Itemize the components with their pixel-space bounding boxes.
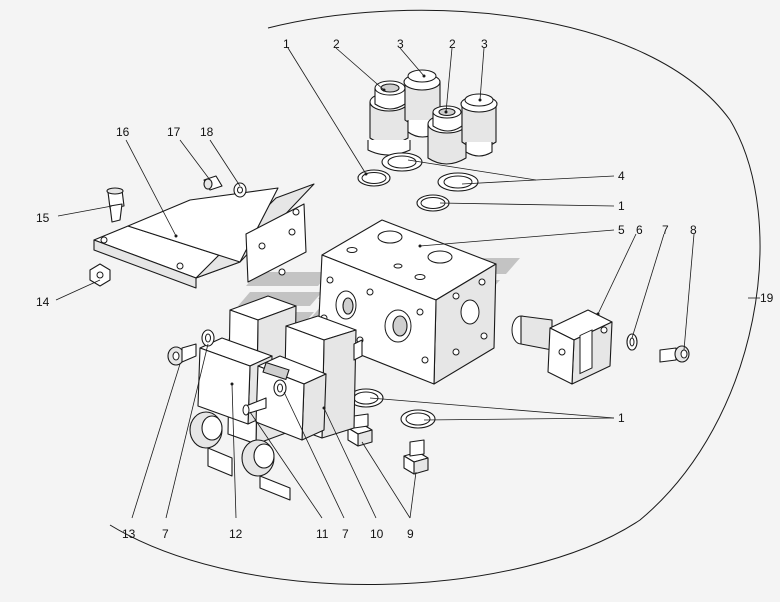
callout-6: 6 <box>636 223 643 237</box>
fitting-3-right <box>460 93 498 157</box>
callout-7-right: 7 <box>662 223 669 237</box>
callout-19: 19 <box>760 291 774 305</box>
callout-15: 15 <box>36 211 50 225</box>
callout-8: 8 <box>690 223 697 237</box>
callout-13: 13 <box>122 527 136 541</box>
seal-ring-4-left <box>381 152 423 172</box>
callout-2-right: 2 <box>449 37 456 51</box>
bolt-11 <box>242 397 267 416</box>
callout-2-left: 2 <box>333 37 340 51</box>
check-valve-6 <box>511 309 613 385</box>
callout-1-mid: 1 <box>618 199 625 213</box>
callout-17: 17 <box>167 125 181 139</box>
callout-14: 14 <box>36 295 50 309</box>
callout-1-bottom: 1 <box>618 411 625 425</box>
bolt-13 <box>167 343 197 366</box>
fitting-2-right <box>427 105 467 165</box>
callout-9: 9 <box>407 527 414 541</box>
mounting-bracket-16 <box>93 183 315 289</box>
seal-ring-1-mid <box>416 194 450 212</box>
callout-1-top: 1 <box>283 37 290 51</box>
callout-12: 12 <box>229 527 243 541</box>
seal-ring-4-right <box>437 172 479 192</box>
seal-ring-1-top <box>357 169 391 187</box>
callout-16: 16 <box>116 125 130 139</box>
seal-ring-1-bottom-b <box>400 409 436 429</box>
fitting-2-left <box>367 80 411 156</box>
callout-7-left: 7 <box>162 527 169 541</box>
seal-ring-1-bottom-a <box>348 388 384 408</box>
callout-3-left: 3 <box>397 37 404 51</box>
callout-5: 5 <box>618 223 625 237</box>
bolt-8 <box>659 345 690 363</box>
washer-7-left <box>201 329 215 347</box>
callout-7-mid: 7 <box>342 527 349 541</box>
nut-14 <box>89 263 111 287</box>
nut-18 <box>233 182 247 198</box>
washer-7-right <box>626 333 638 351</box>
callout-11: 11 <box>316 527 329 541</box>
callout-3-right: 3 <box>481 37 488 51</box>
callout-18: 18 <box>200 125 214 139</box>
washer-7-mid <box>273 379 287 397</box>
plug-9-right <box>403 439 429 475</box>
leader-lines <box>55 47 760 519</box>
bolt-15 <box>106 187 125 223</box>
callout-4: 4 <box>618 169 625 183</box>
callout-labels: 1 2 3 2 3 4 1 5 6 7 8 19 1 16 17 18 15 1… <box>36 37 774 541</box>
bolt-17 <box>203 175 223 191</box>
callout-10: 10 <box>370 527 384 541</box>
assembly-outline-curve <box>109 9 761 586</box>
